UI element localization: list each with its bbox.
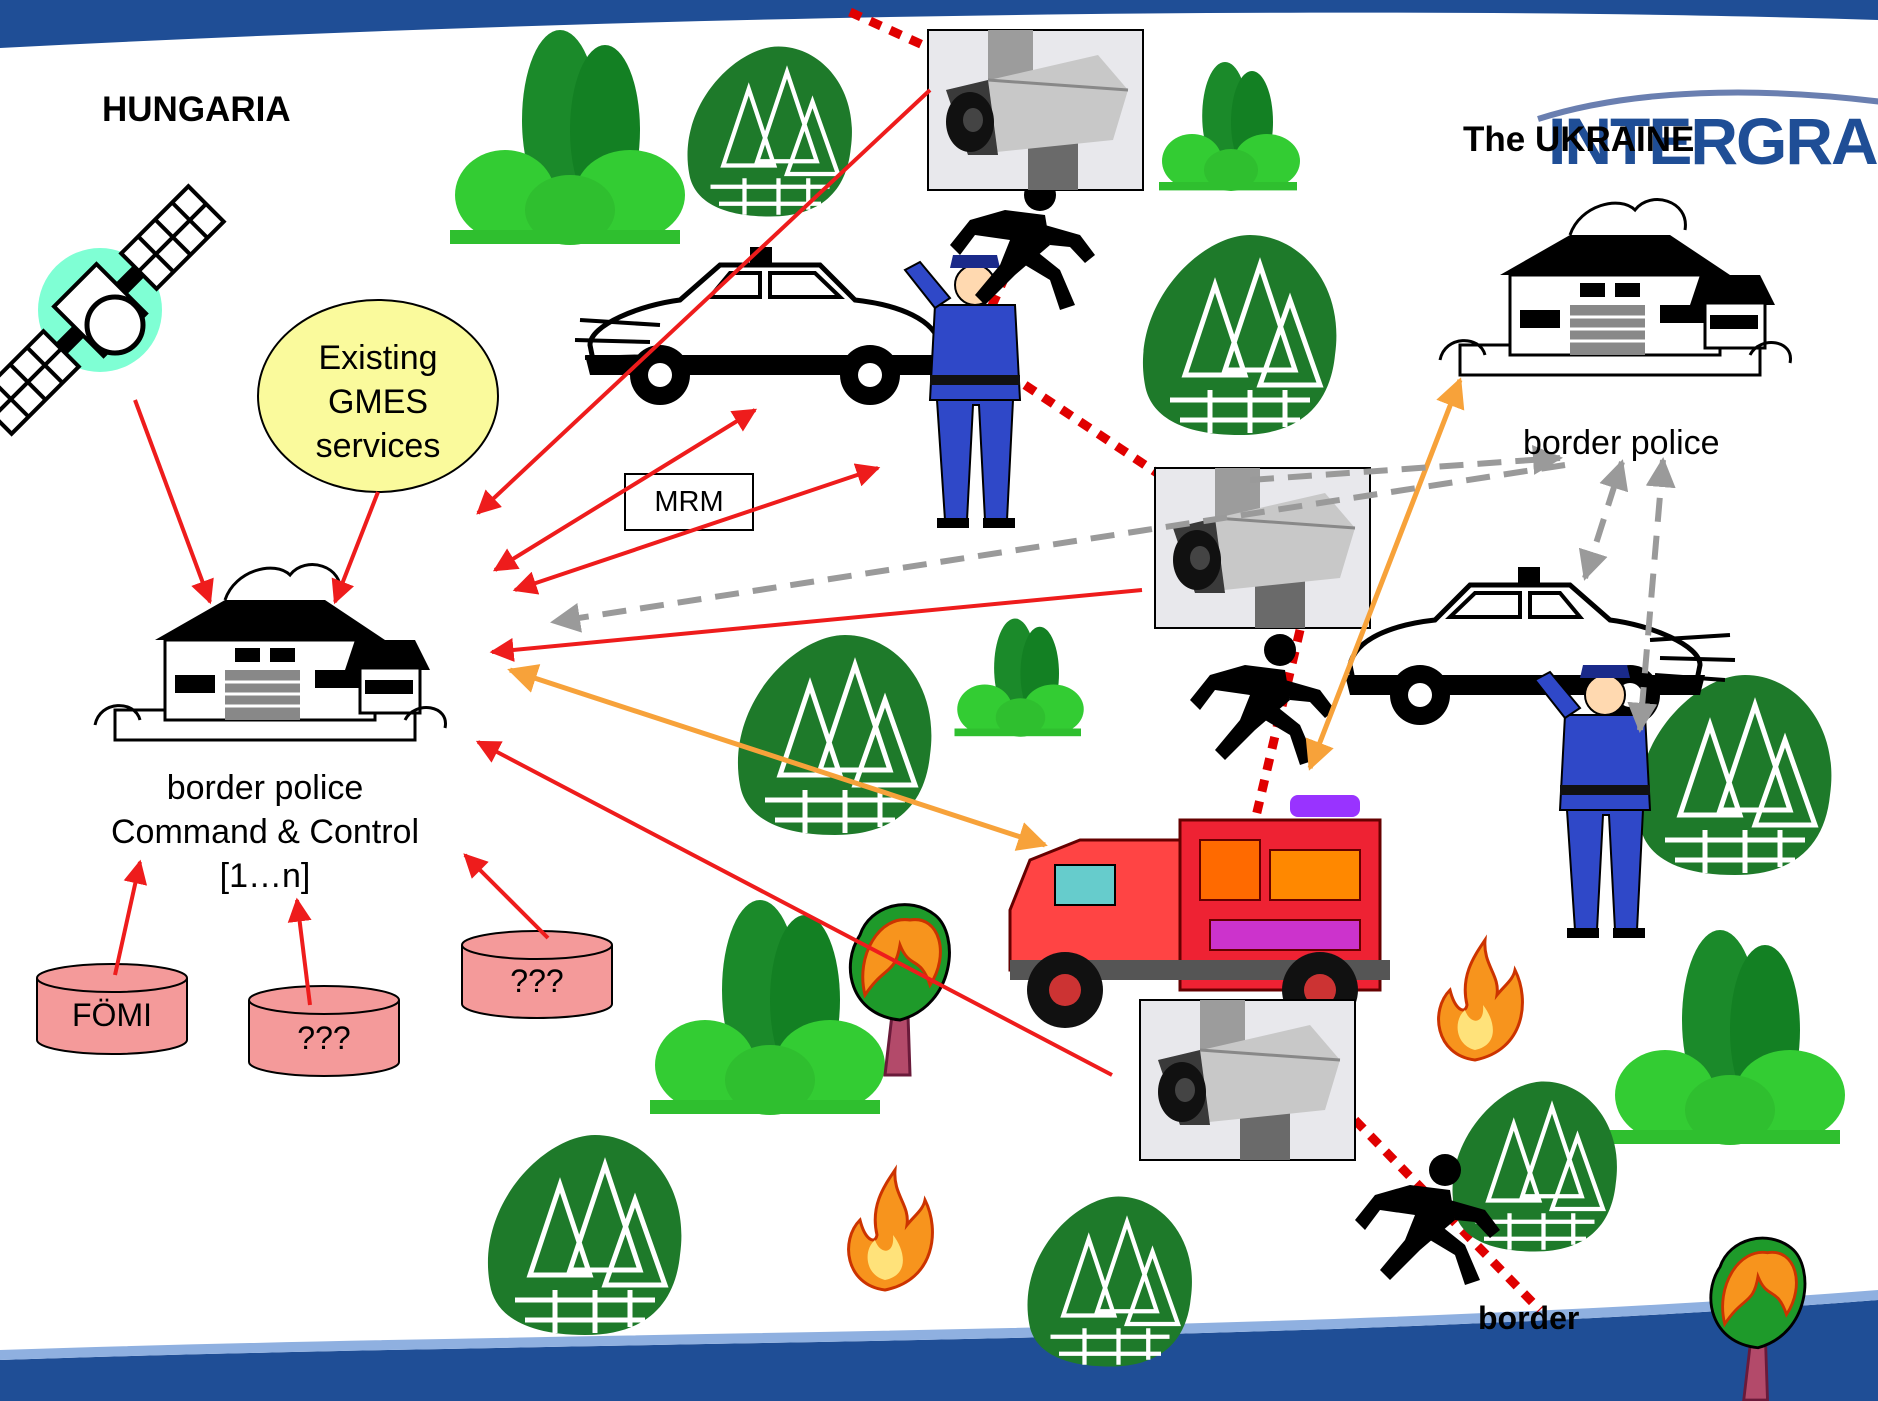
services-bubble-text: Existing GMES services: [268, 336, 488, 468]
bottom-banner-highlight: [0, 1290, 1878, 1360]
services-line-2: GMES: [327, 383, 429, 421]
satellite-icon: [0, 179, 231, 441]
bottom-banner: [0, 1300, 1878, 1401]
ukraine-to-command-arrow: [550, 462, 1566, 633]
gray-dashed-arrows: [550, 444, 1676, 733]
region-label-ukraine: The UKRAINE: [1463, 120, 1695, 159]
logo-text: INTERGRAPH: [1548, 104, 1878, 178]
services-line-3: services: [315, 427, 441, 465]
deciduous-trees-icon: [1159, 62, 1300, 191]
red-data-flow-arrows: [113, 88, 1143, 1077]
ukraine-police-label: border police: [1523, 424, 1720, 462]
intergraph-logo: INTERGRAPH: [1537, 89, 1878, 179]
db2-to-command-arrow: [463, 853, 550, 940]
top-banner: [0, 0, 1878, 48]
database-unknown-1: [248, 985, 400, 1077]
mrm-label: MRM: [654, 486, 724, 518]
fomi-to-command-arrow: [113, 859, 148, 976]
police-car-icon: [585, 247, 945, 405]
database-fomi: [36, 963, 188, 1055]
camera2-to-command-arrow: [489, 588, 1143, 662]
command-center-building-icon: [93, 563, 447, 742]
running-person-icon: [1190, 634, 1335, 765]
database-label-unknown-2: ???: [510, 963, 564, 999]
command-officer-arrow: [512, 463, 881, 595]
command-center-label: border police Command & Control [1…n]: [65, 766, 465, 898]
satellite-to-command-arrow: [133, 399, 214, 605]
database-label-fomi: FÖMI: [72, 997, 152, 1033]
surveillance-camera-icon: [1138, 998, 1357, 1162]
ukraine-police-building-icon: [1438, 198, 1792, 377]
deciduous-trees-icon: [450, 30, 685, 245]
pine-trees-icon: [1638, 675, 1831, 875]
camera-to-ukraine-arrow: [1249, 444, 1563, 483]
deciduous-trees-icon: [1610, 930, 1845, 1145]
command-line-2: Command & Control: [110, 813, 419, 851]
command-line-1: border police: [166, 769, 364, 807]
region-label-hungaria: HUNGARIA: [102, 90, 291, 129]
fire-truck-icon: [1008, 793, 1392, 1030]
ukraine-car-arrow: [1578, 459, 1629, 581]
pine-trees-icon: [1027, 1197, 1191, 1367]
database-label-unknown-1: ???: [297, 1020, 351, 1056]
database-unknown-2: [461, 930, 613, 1019]
deciduous-trees-icon: [650, 900, 885, 1115]
pine-trees-icon: [738, 635, 931, 835]
db1-to-command-arrow: [287, 897, 312, 1006]
command-line-3: [1…n]: [219, 857, 311, 895]
fire-icon: [847, 1168, 934, 1292]
orange-data-flow-arrows: [507, 377, 1465, 851]
pine-trees-icon: [488, 1135, 681, 1335]
services-to-command-arrow: [331, 491, 380, 605]
police-officer-icon: [904, 254, 1021, 529]
ukraine-officer-arrow: [1627, 457, 1676, 733]
border-label: border: [1478, 1300, 1580, 1336]
logo-swoosh-icon: [1537, 89, 1878, 122]
services-line-1: Existing: [318, 339, 438, 377]
pine-trees-icon: [687, 47, 851, 217]
surveillance-camera-icon: [926, 28, 1145, 192]
deciduous-trees-icon: [954, 618, 1084, 737]
pine-trees-icon: [1452, 1082, 1616, 1252]
pine-trees-icon: [1143, 235, 1336, 435]
command-truck-arrow: [507, 664, 1048, 851]
fire-icon: [1437, 938, 1524, 1062]
surveillance-camera-icon: [1153, 466, 1372, 630]
truck-ukraine-arrow: [1305, 377, 1465, 771]
